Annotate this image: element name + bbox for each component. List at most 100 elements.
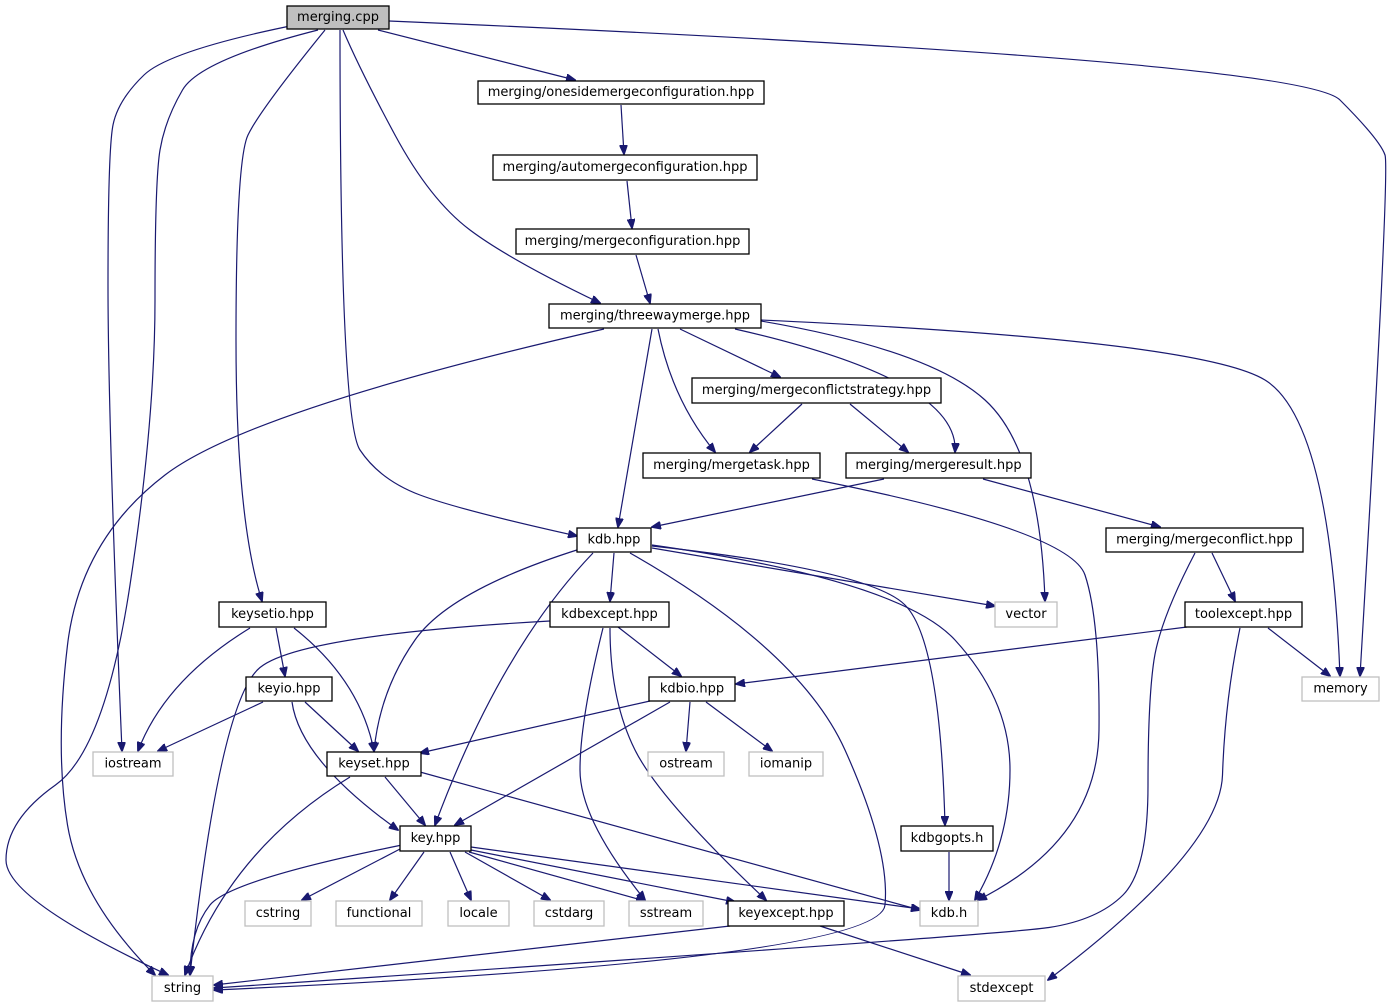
node-box [957, 975, 1046, 1002]
node-mergeconflictstrategy[interactable]: merging/mergeconflictstrategy.hpp [691, 377, 942, 404]
node-label: keyio.hpp [258, 682, 321, 697]
node-box [515, 228, 750, 255]
node-mergeresult[interactable]: merging/mergeresult.hpp [845, 452, 1032, 479]
edge-mergeconflict-to-toolexcept [1211, 552, 1235, 601]
node-box [492, 154, 758, 181]
node-kdb_hpp[interactable]: kdb.hpp [576, 527, 652, 553]
edge-kdb_hpp-to-kdb_h [651, 544, 1011, 900]
node-box [1105, 527, 1304, 553]
node-label: functional [347, 906, 412, 921]
node-label: merging/mergeconflict.hpp [1116, 533, 1293, 548]
edge-threewaymerge-to-mergeconflictstrategy [679, 328, 780, 377]
node-keyset[interactable]: keyset.hpp [326, 751, 422, 777]
edge-toolexcept-to-memory [1267, 627, 1330, 676]
edge-threewaymerge-to-kdb_hpp [618, 328, 653, 527]
edge-kdbexcept-to-sstream [579, 627, 645, 900]
edge-threewaymerge-to-mergetask [657, 328, 715, 452]
node-label: vector [1005, 607, 1047, 622]
node-iostream: iostream [92, 751, 174, 777]
node-label: iostream [104, 757, 161, 772]
node-label: merging/threewaymerge.hpp [560, 309, 750, 324]
edge-keyio-to-iostream [158, 701, 264, 751]
node-locale: locale [447, 900, 510, 927]
node-box [286, 5, 390, 30]
node-label: merging/mergeconflictstrategy.hpp [702, 383, 931, 398]
node-label: keyset.hpp [338, 757, 410, 772]
node-sstream: sstream [628, 900, 704, 927]
edge-kdb_hpp-to-vector [651, 547, 995, 606]
node-mergeconflict[interactable]: merging/mergeconflict.hpp [1105, 527, 1304, 553]
node-iomanip: iomanip [748, 751, 824, 777]
edge-key-to-cstring [302, 848, 401, 900]
edge-keyset-to-kdb_h [419, 771, 920, 910]
edge-merging_cpp-to-keysetio [235, 29, 326, 601]
edge-mergeconflictstrategy-to-mergeresult [849, 403, 908, 452]
node-keysetio[interactable]: keysetio.hpp [218, 601, 327, 628]
edge-keyset-to-key [384, 776, 425, 825]
edge-merging_cpp-to-kdb_hpp [339, 29, 577, 536]
node-mergetask[interactable]: merging/mergetask.hpp [642, 452, 821, 479]
edge-kdbio-to-keyset [420, 700, 651, 753]
edge-kdb_hpp-to-keyset [374, 548, 581, 751]
edge-mergeconflictstrategy-to-mergetask [750, 403, 803, 452]
node-box [576, 527, 652, 553]
node-label: keyexcept.hpp [738, 906, 833, 921]
edge-toolexcept-to-kdbio [736, 626, 1188, 684]
node-label: merging/mergeresult.hpp [855, 458, 1021, 473]
node-kdbio[interactable]: kdbio.hpp [648, 676, 736, 702]
node-label: kdbexcept.hpp [561, 607, 658, 622]
edge-kdbio-to-key [455, 701, 671, 825]
node-keyexcept[interactable]: keyexcept.hpp [727, 900, 845, 927]
node-stdexcept: stdexcept [957, 975, 1046, 1002]
node-cstring: cstring [244, 900, 312, 927]
edge-kdbio-to-ostream [686, 701, 690, 751]
node-box [477, 80, 765, 105]
edge-kdbexcept-to-keyexcept [609, 627, 766, 900]
node-label: keysetio.hpp [231, 607, 314, 622]
edge-keyio-to-keyset [304, 701, 358, 751]
node-box [727, 900, 845, 927]
node-toolexcept[interactable]: toolexcept.hpp [1184, 601, 1303, 628]
edge-key-to-functional [390, 851, 425, 900]
edge-kdb_hpp-to-key [435, 552, 594, 825]
edge-threewaymerge-to-string [60, 328, 605, 975]
edge-keyio-to-key [291, 701, 398, 830]
node-automergeconfiguration[interactable]: merging/automergeconfiguration.hpp [492, 154, 758, 181]
node-keyio[interactable]: keyio.hpp [245, 676, 333, 702]
edge-kdbio-to-iomanip [705, 701, 772, 751]
node-mergeconfiguration[interactable]: merging/mergeconfiguration.hpp [515, 228, 750, 255]
edge-merging_cpp-to-onesidemergeconfiguration [377, 29, 575, 80]
edge-keysetio-to-iostream [138, 627, 251, 751]
edge-toolexcept-to-stdexcept [1048, 627, 1241, 980]
node-key[interactable]: key.hpp [399, 825, 472, 852]
node-box [335, 900, 423, 927]
node-threewaymerge[interactable]: merging/threewaymerge.hpp [548, 303, 762, 329]
node-string: string [151, 975, 214, 1002]
node-box [549, 601, 670, 628]
node-label: merging/mergeconfiguration.hpp [525, 234, 741, 249]
node-kdb_h: kdb.h [919, 900, 979, 927]
node-label: kdbgopts.h [911, 831, 984, 846]
node-label: toolexcept.hpp [1195, 607, 1292, 622]
edge-key-to-cstdarg [464, 851, 550, 900]
node-box [92, 751, 174, 777]
node-box [399, 825, 472, 852]
edge-merging_cpp-to-memory [388, 20, 1387, 676]
node-box [919, 900, 979, 927]
node-functional: functional [335, 900, 423, 927]
node-box [244, 900, 312, 927]
node-label: memory [1313, 682, 1368, 697]
node-onesidemergeconfiguration[interactable]: merging/onesidemergeconfiguration.hpp [477, 80, 765, 105]
node-merging_cpp[interactable]: merging.cpp [286, 5, 390, 30]
nodes: merging.cpp merging/onesidemergeconfigura… [92, 5, 1380, 1002]
node-kdbexcept[interactable]: kdbexcept.hpp [549, 601, 670, 628]
node-label: ostream [659, 757, 713, 772]
node-label: kdb.hpp [588, 533, 641, 548]
node-box [1184, 601, 1303, 628]
node-label: string [164, 981, 201, 996]
node-kdbgopts[interactable]: kdbgopts.h [900, 825, 994, 852]
edge-mergeconfiguration-to-threewaymerge [635, 254, 650, 303]
node-ostream: ostream [647, 751, 725, 777]
edge-key-to-string [190, 844, 403, 975]
